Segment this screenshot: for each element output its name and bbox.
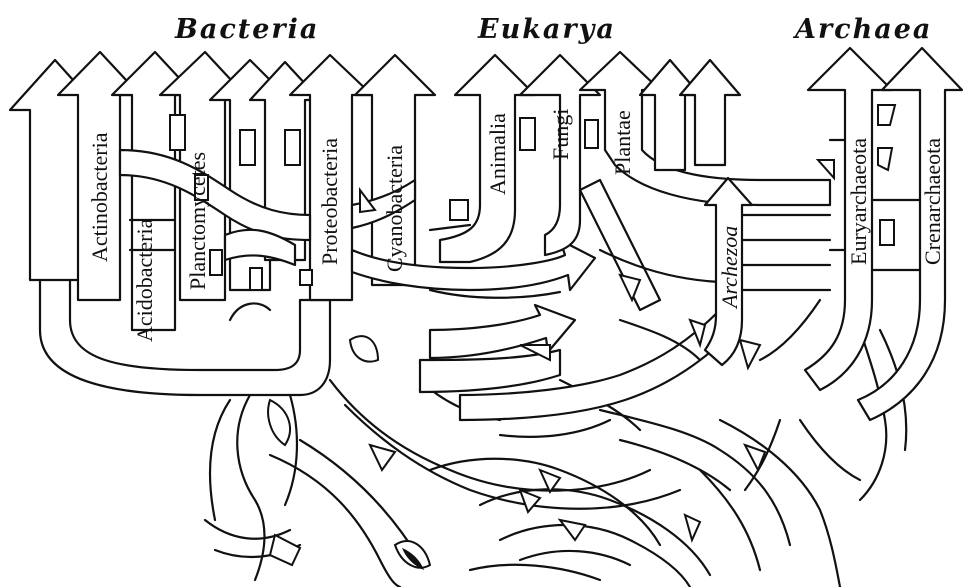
taxon-label-plantae: Plantae (610, 110, 635, 175)
taxon-label-acidobacteria: Acidobacteria (132, 218, 157, 342)
taxon-label-cyanobacteria: Cyanobacteria (382, 145, 407, 272)
taxon-label-planctomycetes: Planctomycetes (185, 152, 210, 290)
eukarya-bundle (420, 52, 830, 420)
taxon-label-crenarchaeota: Crenarchaeota (920, 138, 945, 265)
taxon-label-euryarchaeota: Euryarchaeota (846, 138, 871, 265)
taxon-label-fungi: Fungi (548, 109, 573, 160)
domain-label-archaea: Archaea (792, 14, 932, 45)
taxon-label-animalia: Animalia (485, 113, 510, 195)
domain-label-eukarya: Eukarya (477, 14, 616, 45)
taxon-label-actinobacteria: Actinobacteria (87, 132, 112, 262)
domain-label-bacteria: Bacteria (174, 14, 319, 45)
taxon-label-proteobacteria: Proteobacteria (317, 138, 342, 265)
taxon-label-archezoa: Archezoa (717, 226, 742, 310)
